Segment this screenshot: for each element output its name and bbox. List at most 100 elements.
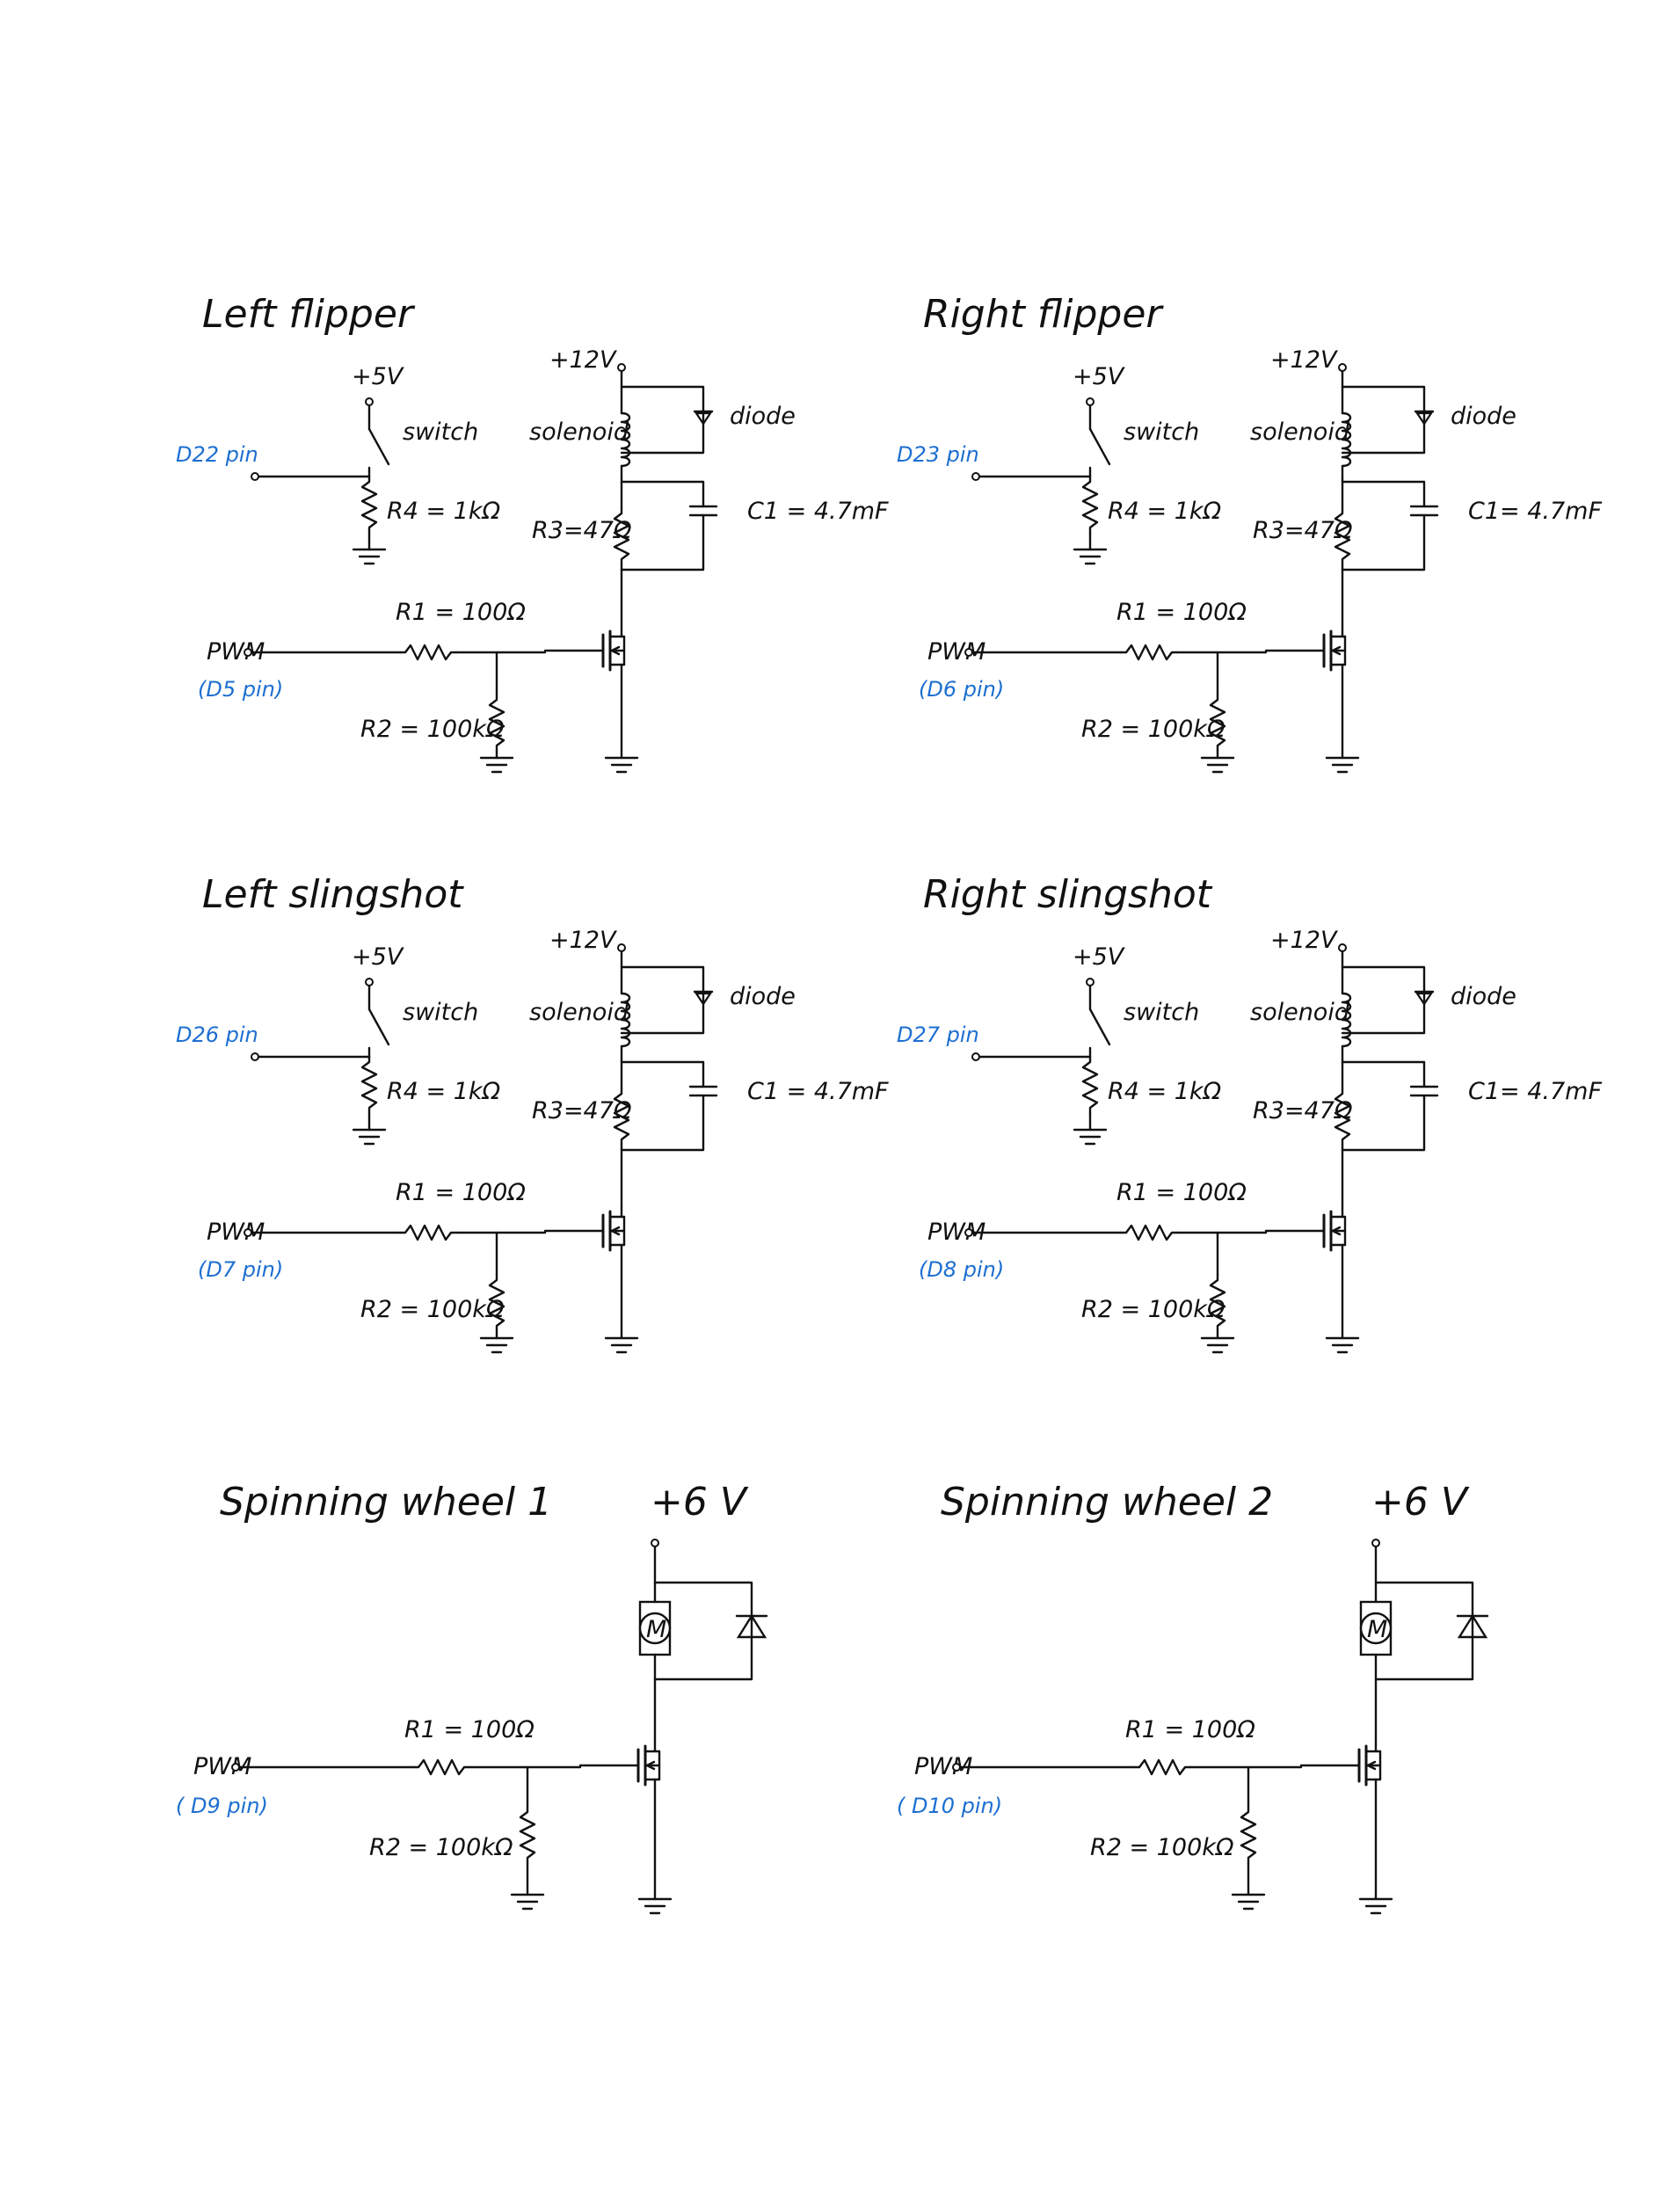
ground-icon: [352, 548, 387, 565]
resistor-r1-icon: [1132, 1758, 1192, 1776]
mosfet-icon: [543, 1210, 626, 1252]
diode-loop-wire: [653, 1581, 753, 1681]
circuit-title: Spinning wheel 1: [220, 1480, 552, 1525]
solenoid-label: solenoid: [529, 999, 629, 1026]
r1-label: R1 = 100Ω: [1116, 1179, 1247, 1206]
diode-icon: [694, 992, 713, 1006]
pwm-pin-label: (D7 pin): [198, 1257, 283, 1282]
diode-icon: [1415, 992, 1434, 1006]
cap-loop-wire: [620, 1094, 705, 1152]
pwm-pin-label: ( D9 pin): [176, 1794, 268, 1818]
logic-supply-label: +5V: [1073, 363, 1126, 390]
motor-label: M: [1367, 1616, 1387, 1643]
r2-label: R2 = 100kΩ: [360, 1296, 505, 1323]
diode-label: diode: [730, 983, 796, 1010]
resistor-r4-icon: [1081, 475, 1099, 535]
diode-label: diode: [1451, 983, 1516, 1010]
solenoid-label: solenoid: [1250, 418, 1350, 446]
input-pin-label: D22 pin: [176, 442, 258, 467]
power-supply-label: +12V: [1270, 346, 1339, 374]
ground-icon: [1358, 1897, 1393, 1915]
circuit-title: Right flipper: [923, 292, 1164, 337]
r3-label: R3=47Ω: [1253, 517, 1353, 544]
switch-blade: [367, 427, 390, 466]
resistor-r1-icon: [1119, 644, 1179, 661]
solenoid-label: solenoid: [1250, 999, 1350, 1026]
c1-label: C1= 4.7mF: [1468, 1078, 1602, 1105]
r3-label: R3=47Ω: [532, 1097, 632, 1124]
c1-label: C1= 4.7mF: [1468, 498, 1602, 525]
diode-label: diode: [1451, 403, 1516, 430]
cap-loop-wire: [1341, 1060, 1426, 1088]
c1-label: C1 = 4.7mF: [747, 498, 889, 525]
input-pin-label: D23 pin: [897, 442, 979, 467]
switch-label: switch: [403, 999, 478, 1026]
resistor-r4-icon: [360, 1055, 378, 1115]
ground-icon: [1325, 756, 1360, 774]
diode-loop-wire: [620, 965, 705, 1035]
cap-loop-wire: [620, 480, 705, 508]
r3-label: R3=47Ω: [532, 517, 632, 544]
r2-label: R2 = 100kΩ: [1090, 1834, 1234, 1861]
diode-icon: [1415, 411, 1434, 426]
ground-icon: [1200, 756, 1235, 774]
ground-icon: [1200, 1336, 1235, 1354]
diode-loop-wire: [1374, 1581, 1474, 1681]
mosfet-icon: [543, 630, 626, 672]
motor-icon: [1359, 1612, 1393, 1645]
switch-label: switch: [1124, 999, 1199, 1026]
mosfet-icon: [578, 1744, 661, 1787]
diode-label: diode: [730, 403, 796, 430]
ground-icon: [1073, 548, 1108, 565]
resistor-r1-icon: [398, 644, 458, 661]
switch-blade: [1088, 427, 1111, 466]
circuit-title: Left flipper: [202, 292, 416, 337]
r1-label: R1 = 100Ω: [1125, 1716, 1255, 1743]
ground-icon: [637, 1897, 673, 1915]
r2-label: R2 = 100kΩ: [360, 716, 505, 743]
ground-icon: [510, 1893, 545, 1911]
ground-icon: [479, 1336, 514, 1354]
motor-label: M: [646, 1616, 666, 1643]
ground-icon: [479, 756, 514, 774]
resistor-r2-icon: [1240, 1805, 1257, 1865]
pwm-pin-label: (D8 pin): [919, 1257, 1004, 1282]
cap-loop-wire: [620, 1060, 705, 1088]
r2-label: R2 = 100kΩ: [369, 1834, 513, 1861]
resistor-r2-icon: [519, 1805, 536, 1865]
power-supply-label: +6 V: [651, 1480, 749, 1525]
r3-label: R3=47Ω: [1253, 1097, 1353, 1124]
power-supply-label: +12V: [549, 927, 618, 954]
logic-supply-label: +5V: [352, 363, 405, 390]
diode-loop-wire: [1341, 385, 1426, 455]
r4-label: R4 = 1kΩ: [1108, 1078, 1222, 1105]
r1-label: R1 = 100Ω: [1116, 599, 1247, 626]
logic-supply-label: +5V: [1073, 943, 1126, 971]
resistor-r1-icon: [1119, 1224, 1179, 1241]
r1-label: R1 = 100Ω: [396, 599, 526, 626]
ground-icon: [604, 756, 639, 774]
switch-blade: [1088, 1008, 1111, 1046]
cap-loop-wire: [1341, 1094, 1426, 1152]
resistor-r1-icon: [398, 1224, 458, 1241]
solenoid-label: solenoid: [529, 418, 629, 446]
switch-label: switch: [1124, 418, 1199, 446]
r4-label: R4 = 1kΩ: [1108, 498, 1222, 525]
ground-icon: [352, 1128, 387, 1146]
mosfet-icon: [1264, 1210, 1347, 1252]
motor-icon: [638, 1612, 672, 1645]
input-pin-label: D27 pin: [897, 1023, 979, 1047]
mosfet-icon: [1264, 630, 1347, 672]
logic-supply-label: +5V: [352, 943, 405, 971]
ground-icon: [604, 1336, 639, 1354]
diode-icon: [1457, 1613, 1488, 1639]
r4-label: R4 = 1kΩ: [387, 498, 501, 525]
diode-loop-wire: [1341, 965, 1426, 1035]
ground-icon: [1325, 1336, 1360, 1354]
pwm-pin-label: (D5 pin): [198, 677, 283, 702]
